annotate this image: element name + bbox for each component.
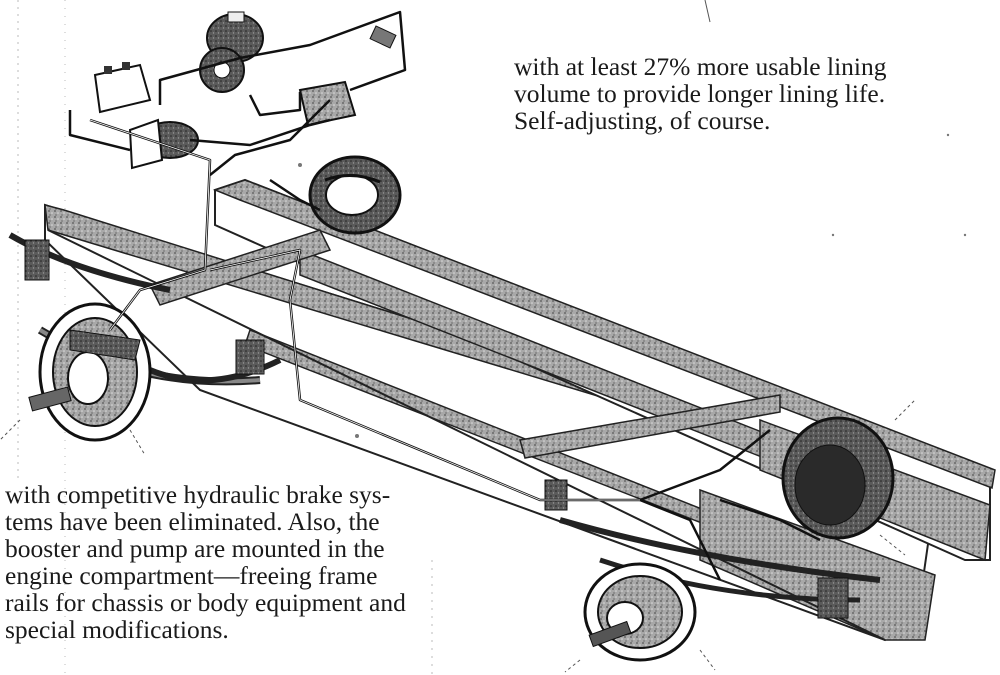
front-brake-drum: [0, 302, 152, 456]
caption-top-line: Self-adjusting, of course.: [514, 106, 771, 135]
scan-specks: [298, 133, 967, 438]
caption-bottom-line: engine compartment—freeing frame: [5, 561, 378, 590]
caption-top-line: with at least 27% more usable lining: [514, 52, 887, 81]
caption-bottom-line: booster and pump are mounted in the: [5, 534, 385, 563]
caption-bottom-line: rails for chassis or body equipment and: [5, 588, 406, 617]
cross-members: [148, 229, 781, 459]
caption-bottom-line: with competitive hydraulic brake sys-: [5, 480, 391, 509]
brake-components: [93, 11, 397, 170]
hydraulic-lines-highlight: [89, 119, 640, 501]
caption-bottom-line: special modifications.: [5, 615, 229, 644]
mid-brake-assembly: [308, 155, 402, 235]
rear-brake-drum: [564, 562, 716, 673]
caption-bottom-line: tems have been eliminated. Also, the: [5, 507, 380, 536]
caption-top-line: volume to provide longer lining life.: [514, 79, 886, 108]
caption-top: with at least 27% more usable lining vol…: [514, 53, 887, 134]
rear-far-brake-drum: [781, 399, 916, 556]
caption-bottom: with competitive hydraulic brake sys- te…: [5, 481, 406, 643]
